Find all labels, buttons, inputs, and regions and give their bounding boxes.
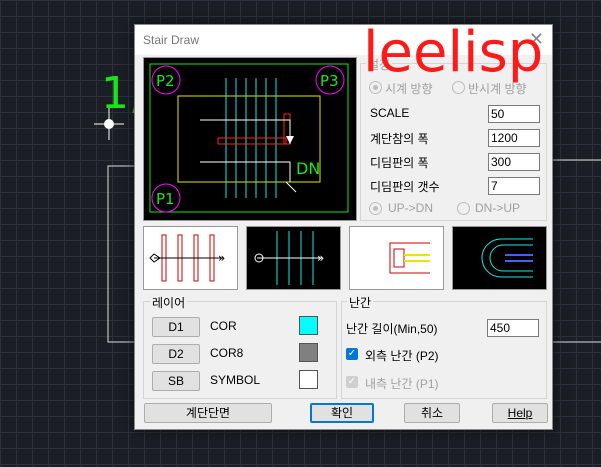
layer-sb-color-swatch[interactable]	[299, 370, 318, 389]
railing-group	[341, 301, 547, 399]
tread-width-input[interactable]: 300	[488, 153, 540, 171]
ok-button[interactable]: 확인	[310, 403, 374, 423]
tread-count-input[interactable]: 7	[488, 177, 540, 195]
counterclockwise-radio[interactable]	[452, 81, 465, 94]
layer-group-label: 레이어	[150, 294, 188, 311]
clockwise-radio[interactable]	[369, 81, 382, 94]
inner-railing-label: 내측 난간 (P1)	[365, 377, 439, 391]
preview-label-p1: P1	[156, 190, 175, 208]
landing-width-input[interactable]: 1200	[488, 129, 540, 147]
layer-d2-color-swatch[interactable]	[299, 343, 318, 362]
help-button[interactable]: Help	[492, 403, 548, 423]
outer-railing-label: 외측 난간 (P2)	[365, 349, 439, 363]
settings-group-label: 설정	[366, 56, 393, 73]
layer-group	[143, 301, 337, 399]
stair-preview-drawing: P2 P3 P1 DN	[149, 63, 349, 213]
cancel-button[interactable]: 취소	[404, 403, 460, 423]
layer-sb-button[interactable]: SB	[152, 371, 200, 391]
clockwise-label: 시계 방향	[385, 82, 433, 96]
counterclockwise-label: 반시계 방향	[468, 82, 527, 96]
dialog-title: Stair Draw	[143, 33, 200, 47]
overlay-text: leelisp	[363, 20, 544, 85]
outer-railing-checkbox[interactable]: ✓	[346, 348, 358, 360]
up-dn-label: UP->DN	[388, 201, 434, 215]
close-icon[interactable]: ✕	[528, 29, 544, 49]
settings-group	[360, 63, 547, 221]
tread-width-label: 디딤판의 폭	[370, 156, 429, 170]
style-thumb-1[interactable]: »	[143, 226, 238, 290]
section-button[interactable]: 계단단면	[144, 403, 272, 423]
help-button-label: Help	[507, 406, 533, 420]
dn-up-radio[interactable]	[457, 202, 470, 215]
layer-sb-name: SYMBOL	[210, 373, 261, 387]
landing-width-label: 계단참의 폭	[370, 132, 429, 146]
up-dn-radio[interactable]	[369, 202, 382, 215]
tread-count-label: 디딤판의 갯수	[370, 180, 440, 194]
dn-up-label: DN->UP	[475, 201, 521, 215]
preview-label-p3: P3	[320, 72, 339, 90]
layer-d1-name: COR	[210, 319, 237, 333]
stair-preview: P2 P3 P1 DN	[143, 57, 357, 221]
layer-d2-name: COR8	[210, 346, 244, 360]
inner-railing-checkbox[interactable]: ✓	[346, 376, 358, 388]
railing-length-input[interactable]: 450	[487, 319, 539, 337]
svg-text:»: »	[218, 251, 225, 265]
style-thumb-2[interactable]: »	[246, 226, 341, 290]
layer-d2-button[interactable]: D2	[152, 344, 200, 364]
style-thumb-3[interactable]	[349, 226, 444, 290]
svg-text:»: »	[317, 251, 324, 265]
railing-length-label: 난간 길이(Min,50)	[346, 322, 438, 336]
preview-label-dn: DN	[296, 159, 320, 178]
layer-d1-color-swatch[interactable]	[299, 316, 318, 335]
layer-d1-button[interactable]: D1	[152, 317, 200, 337]
title-bar[interactable]: Stair Draw ✕	[135, 25, 552, 55]
preview-label-p2: P2	[156, 72, 175, 90]
style-thumb-4[interactable]	[452, 226, 547, 290]
scale-input[interactable]: 50	[488, 105, 540, 123]
stair-draw-dialog: Stair Draw ✕ P2 P3	[134, 24, 553, 430]
railing-group-label: 난간	[347, 294, 374, 311]
scale-label: SCALE	[370, 106, 410, 120]
